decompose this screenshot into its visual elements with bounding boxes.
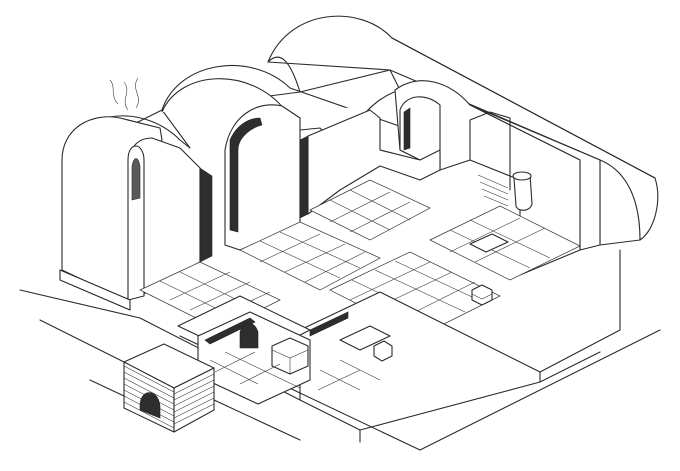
pillar	[109, 77, 145, 301]
foundation-base	[19, 249, 661, 451]
arched-doorway-back-right	[399, 96, 511, 207]
ground-lines	[39, 319, 301, 441]
sunken-chamber	[177, 295, 393, 405]
middle-vault-room	[224, 104, 441, 251]
paved-floor-middle	[239, 179, 431, 291]
barrel-vault-roof-back	[267, 15, 659, 246]
tunnel-entrance-block	[123, 343, 215, 433]
jar	[512, 171, 533, 211]
stepped-block	[471, 284, 493, 306]
paved-floor-right	[329, 205, 581, 337]
